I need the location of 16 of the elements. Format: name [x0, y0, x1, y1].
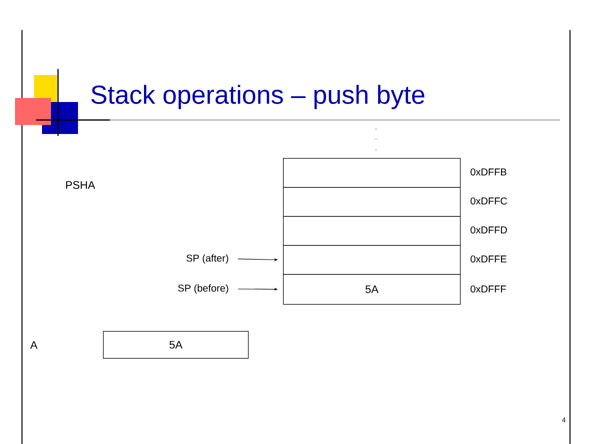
memory-cell: [283, 186, 461, 217]
address-label: 0xDFFB: [470, 168, 506, 176]
instruction-label: PSHA: [66, 181, 96, 189]
register-name: A: [30, 341, 38, 349]
register-box: 5A: [103, 330, 249, 359]
title: Stack operations – push byte: [91, 84, 424, 110]
pointer-label: SP (after): [186, 254, 228, 264]
address-label: 0xDFFD: [470, 226, 507, 234]
address-label: 0xDFFC: [470, 197, 508, 205]
memory-cell: [283, 216, 461, 246]
pointer-label: SP (before): [178, 284, 228, 294]
memory-cell: [283, 244, 461, 275]
address-label: 0xDFFF: [470, 285, 506, 293]
memory-cell: [283, 158, 461, 188]
memory-cell: 5A: [283, 274, 461, 305]
address-label: 0xDFFE: [470, 255, 506, 263]
